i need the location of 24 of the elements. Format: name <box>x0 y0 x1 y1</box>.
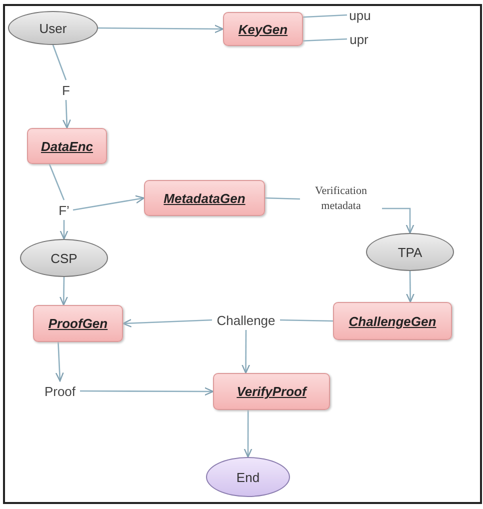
process-box: ChallengeGen <box>333 302 452 340</box>
ellipse-node: User <box>8 11 98 45</box>
arrow <box>242 330 250 374</box>
arrow <box>244 410 252 458</box>
arrow <box>80 387 214 396</box>
process-box: VerifyProof <box>213 373 330 410</box>
arrow <box>98 24 224 34</box>
process-box: DataEnc <box>27 128 107 164</box>
arrow <box>59 277 68 306</box>
arrow <box>382 208 414 234</box>
ellipse-node: TPA <box>366 233 454 271</box>
ellipse-node: CSP <box>20 239 108 277</box>
flow-label: Challenge <box>216 312 276 328</box>
arrow <box>60 220 68 240</box>
end-ellipse: End <box>206 457 290 497</box>
process-box: KeyGen <box>223 12 303 46</box>
process-box: ProofGen <box>33 305 123 342</box>
arrow <box>62 100 71 129</box>
process-box: MetadataGen <box>144 180 265 216</box>
arrow <box>72 195 145 211</box>
arrow <box>406 271 414 303</box>
flow-label: Proof <box>43 384 77 398</box>
arrow <box>55 342 64 382</box>
arrow <box>122 318 212 328</box>
